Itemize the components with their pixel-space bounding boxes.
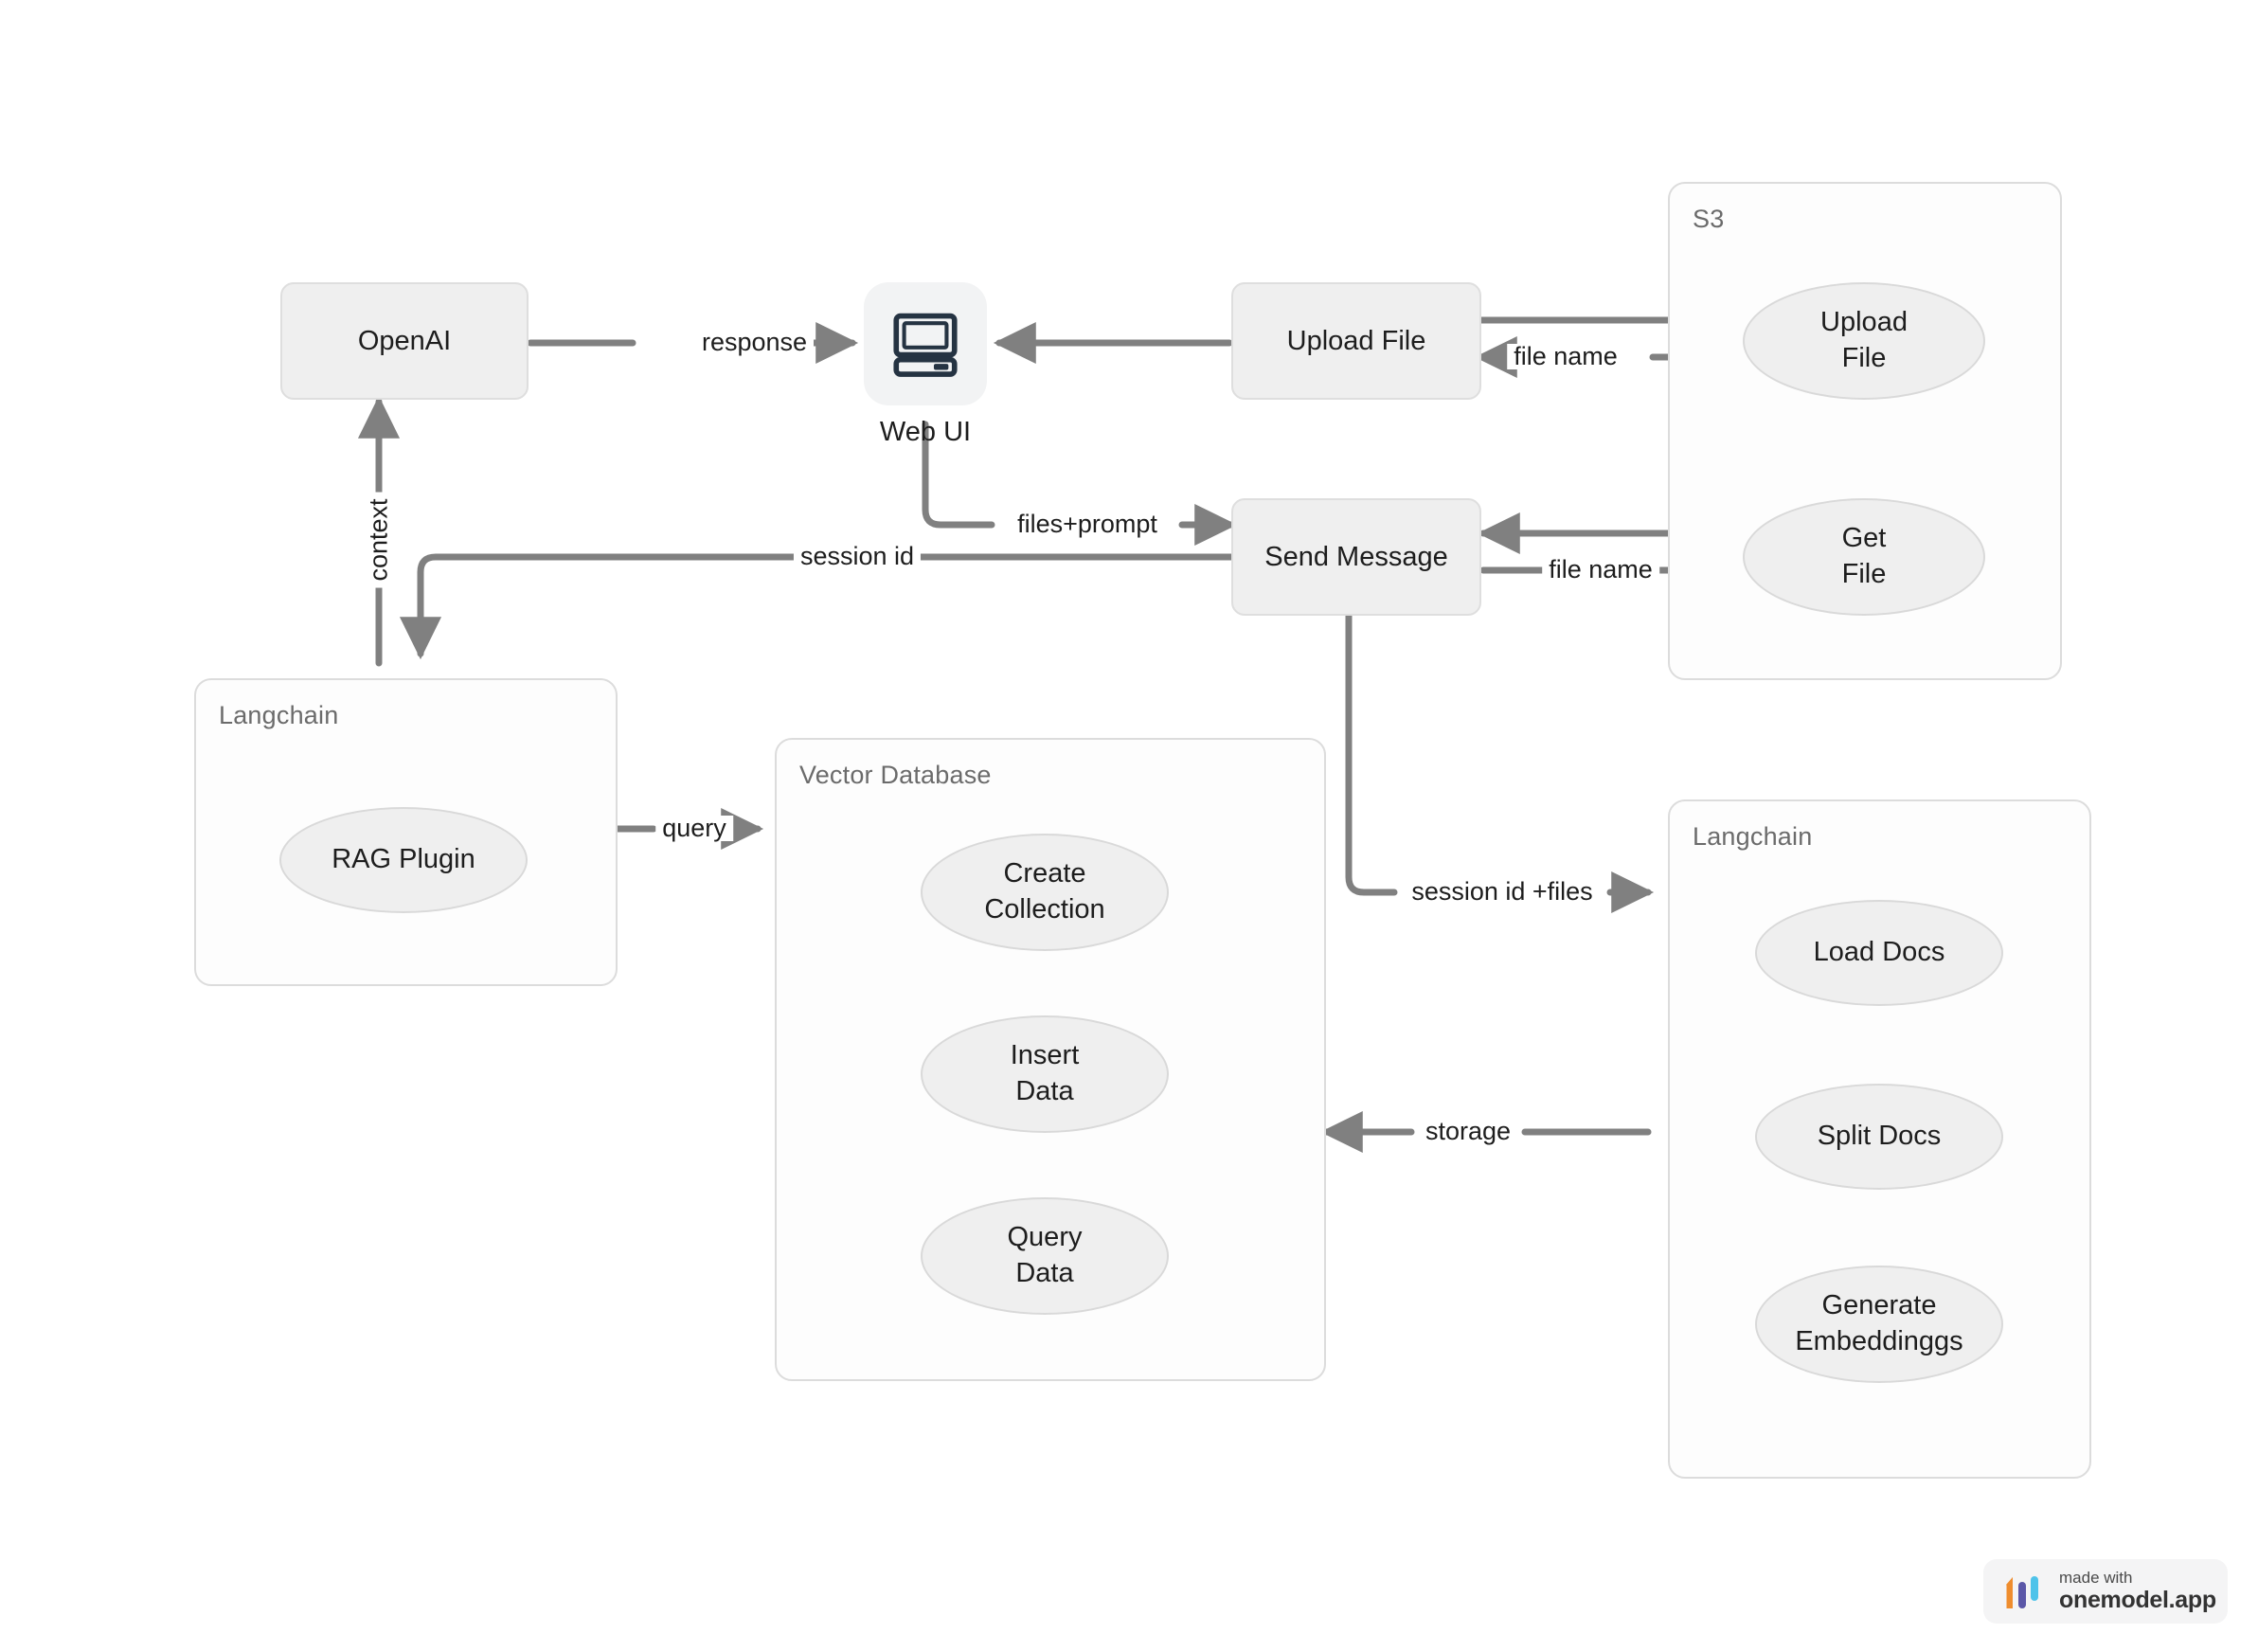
watermark-brand: onemodel.app xyxy=(2059,1586,2216,1613)
node-upload-file[interactable]: Upload File xyxy=(1231,282,1481,400)
node-rag-plugin-label: RAG Plugin xyxy=(332,844,475,875)
node-s3-get-file-label: Get File xyxy=(1841,523,1887,589)
edge-label-file-name-get: file name xyxy=(1542,557,1659,583)
node-load-docs-label: Load Docs xyxy=(1813,937,1945,968)
edge-label-query: query xyxy=(655,816,733,841)
node-create-collection[interactable]: Create Collection xyxy=(921,834,1169,951)
group-vector-database-label: Vector Database xyxy=(799,761,992,789)
node-split-docs[interactable]: Split Docs xyxy=(1755,1084,2003,1190)
node-web-ui[interactable] xyxy=(864,282,987,405)
watermark-made-with: made with xyxy=(2059,1568,2133,1587)
node-query-data[interactable]: Query Data xyxy=(921,1197,1169,1315)
node-web-ui-label: Web UI xyxy=(879,417,972,447)
edge-session-files-a xyxy=(1345,612,1398,896)
node-generate-embeddings-label: Generate Embeddinggs xyxy=(1795,1290,1963,1356)
edge-label-session-id-files: session id +files xyxy=(1405,879,1600,905)
edge-label-files-prompt: files+prompt xyxy=(1011,512,1164,537)
desktop-computer-icon xyxy=(893,313,958,377)
node-s3-upload-file[interactable]: Upload File xyxy=(1743,282,1985,400)
node-upload-file-label: Upload File xyxy=(1286,325,1426,356)
node-insert-data-label: Insert Data xyxy=(1010,1040,1080,1106)
group-langchain-rag-label: Langchain xyxy=(219,701,339,729)
node-query-data-label: Query Data xyxy=(1007,1222,1083,1288)
node-s3-upload-file-label: Upload File xyxy=(1820,307,1908,373)
node-s3-get-file[interactable]: Get File xyxy=(1743,498,1985,616)
group-langchain-ingest-label: Langchain xyxy=(1693,822,1813,851)
node-generate-embeddings[interactable]: Generate Embeddinggs xyxy=(1755,1266,2003,1383)
edge-label-response: response xyxy=(695,330,815,355)
node-create-collection-label: Create Collection xyxy=(984,858,1105,925)
node-load-docs[interactable]: Load Docs xyxy=(1755,900,2003,1006)
node-openai-label: OpenAI xyxy=(357,325,452,356)
node-openai[interactable]: OpenAI xyxy=(280,282,529,400)
node-send-message-label: Send Message xyxy=(1264,541,1448,572)
edge-session-id-b xyxy=(399,553,809,660)
onemodel-watermark-text: made with onemodel.app xyxy=(2059,1568,2216,1613)
edge-label-storage: storage xyxy=(1418,1119,1518,1144)
edge-label-session-id: session id xyxy=(793,544,922,569)
node-rag-plugin[interactable]: RAG Plugin xyxy=(279,807,528,913)
edge-label-file-name-upload: file name xyxy=(1507,344,1624,369)
node-split-docs-label: Split Docs xyxy=(1817,1121,1942,1152)
group-s3-label: S3 xyxy=(1693,205,1725,233)
onemodel-logo-icon xyxy=(2000,1572,2046,1610)
node-send-message[interactable]: Send Message xyxy=(1231,498,1481,616)
edge-label-context: context xyxy=(362,492,396,588)
node-insert-data[interactable]: Insert Data xyxy=(921,1015,1169,1133)
onemodel-watermark[interactable]: made with onemodel.app xyxy=(1983,1559,2228,1624)
